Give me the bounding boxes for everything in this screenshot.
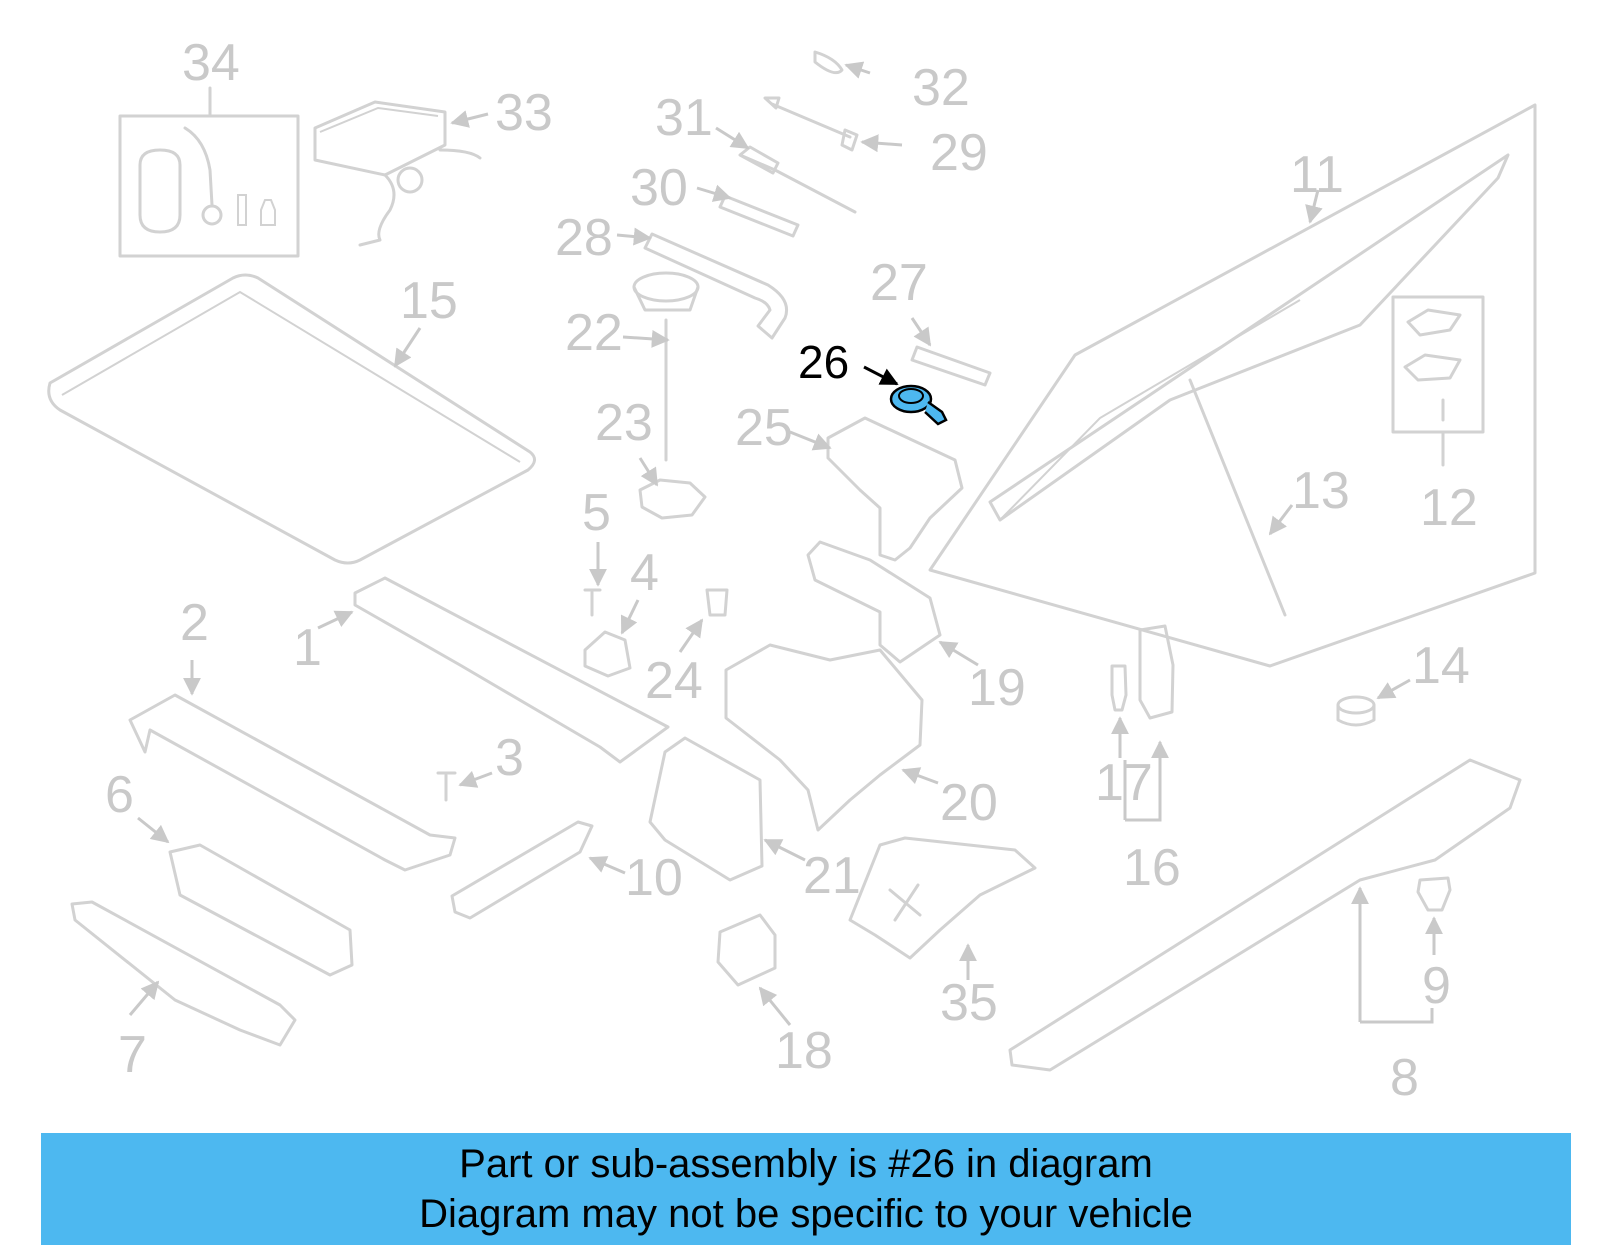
label-35: 35	[940, 974, 998, 1032]
part-19-bracket	[806, 540, 942, 664]
part-31-screwdriver	[738, 145, 857, 214]
part-25-holder	[826, 416, 964, 562]
label-2: 2	[180, 594, 209, 652]
part-3-bolt	[436, 771, 457, 802]
leader-lines	[128, 61, 1443, 1026]
label-17: 17	[1095, 754, 1153, 812]
part-24-grommet	[705, 588, 729, 617]
label-32: 32	[912, 59, 970, 117]
label-12: 12	[1420, 479, 1478, 537]
part-6-trim	[168, 843, 354, 977]
label-10: 10	[625, 849, 683, 907]
part-30-rod	[718, 194, 800, 238]
part-34-kit	[118, 86, 300, 258]
part-12-kit	[1391, 295, 1485, 467]
label-31: 31	[655, 89, 713, 147]
label-19: 19	[968, 659, 1026, 717]
part-labels: 34 33 32 31 29 30 28 27 26 22 15 11 12 2…	[105, 34, 1478, 1107]
label-34: 34	[182, 34, 240, 92]
part-21-bracket	[648, 736, 764, 882]
label-9: 9	[1422, 957, 1451, 1015]
part-26-clamp	[889, 384, 948, 426]
label-21: 21	[803, 847, 861, 905]
part-1-panel	[353, 576, 670, 764]
part-11-lid	[928, 103, 1537, 668]
label-15: 15	[400, 272, 458, 330]
label-16: 16	[1123, 839, 1181, 897]
parts-diagram: 34 33 32 31 29 30 28 27 26 22 15 11 12 2…	[47, 34, 1537, 1107]
label-33: 33	[495, 84, 553, 142]
label-24: 24	[645, 652, 703, 710]
label-20: 20	[940, 774, 998, 832]
label-28: 28	[555, 209, 613, 267]
label-4: 4	[630, 544, 659, 602]
banner-line-part: Part or sub-assembly is #26 in diagram	[459, 1142, 1153, 1186]
part-27-strip	[910, 345, 992, 387]
part-20-lockbody	[724, 643, 924, 832]
part-15-mat	[47, 273, 536, 565]
label-1: 1	[293, 619, 322, 677]
label-14: 14	[1412, 637, 1470, 695]
info-banner: Part or sub-assembly is #26 in diagram D…	[41, 1133, 1571, 1245]
label-13: 13	[1292, 462, 1350, 520]
label-8: 8	[1390, 1049, 1419, 1107]
part-9-clip	[1416, 876, 1452, 912]
label-3: 3	[495, 729, 524, 787]
part-14-bumper	[1336, 695, 1376, 727]
part-29-wrench	[763, 96, 859, 152]
label-30: 30	[630, 159, 688, 217]
part-18-switch	[716, 913, 777, 987]
part-32-hook	[813, 50, 844, 75]
part-10-trim	[450, 820, 594, 920]
part-33-compressor	[313, 100, 482, 247]
part-35-tray	[848, 836, 1037, 960]
label-27: 27	[870, 254, 928, 312]
part-7-trim	[70, 900, 297, 1047]
part-8-sill	[1008, 758, 1522, 1072]
part-28-lugwrench	[643, 232, 789, 340]
part-5-bolt	[583, 588, 602, 617]
part-4-clip	[583, 630, 632, 678]
part-17-pin	[1110, 664, 1128, 712]
banner-line-disclaimer: Diagram may not be specific to your vehi…	[419, 1192, 1193, 1236]
label-25: 25	[735, 399, 793, 457]
part-23-nut	[638, 478, 707, 520]
label-11: 11	[1290, 146, 1344, 204]
label-29: 29	[930, 124, 988, 182]
part-2-sill	[128, 693, 457, 872]
label-18: 18	[775, 1022, 833, 1080]
label-5: 5	[582, 484, 611, 542]
label-7: 7	[118, 1026, 147, 1084]
label-23: 23	[595, 394, 653, 452]
label-6: 6	[105, 766, 134, 824]
label-22: 22	[565, 304, 623, 362]
label-26: 26	[798, 336, 849, 388]
part-16-striker	[1138, 624, 1175, 720]
